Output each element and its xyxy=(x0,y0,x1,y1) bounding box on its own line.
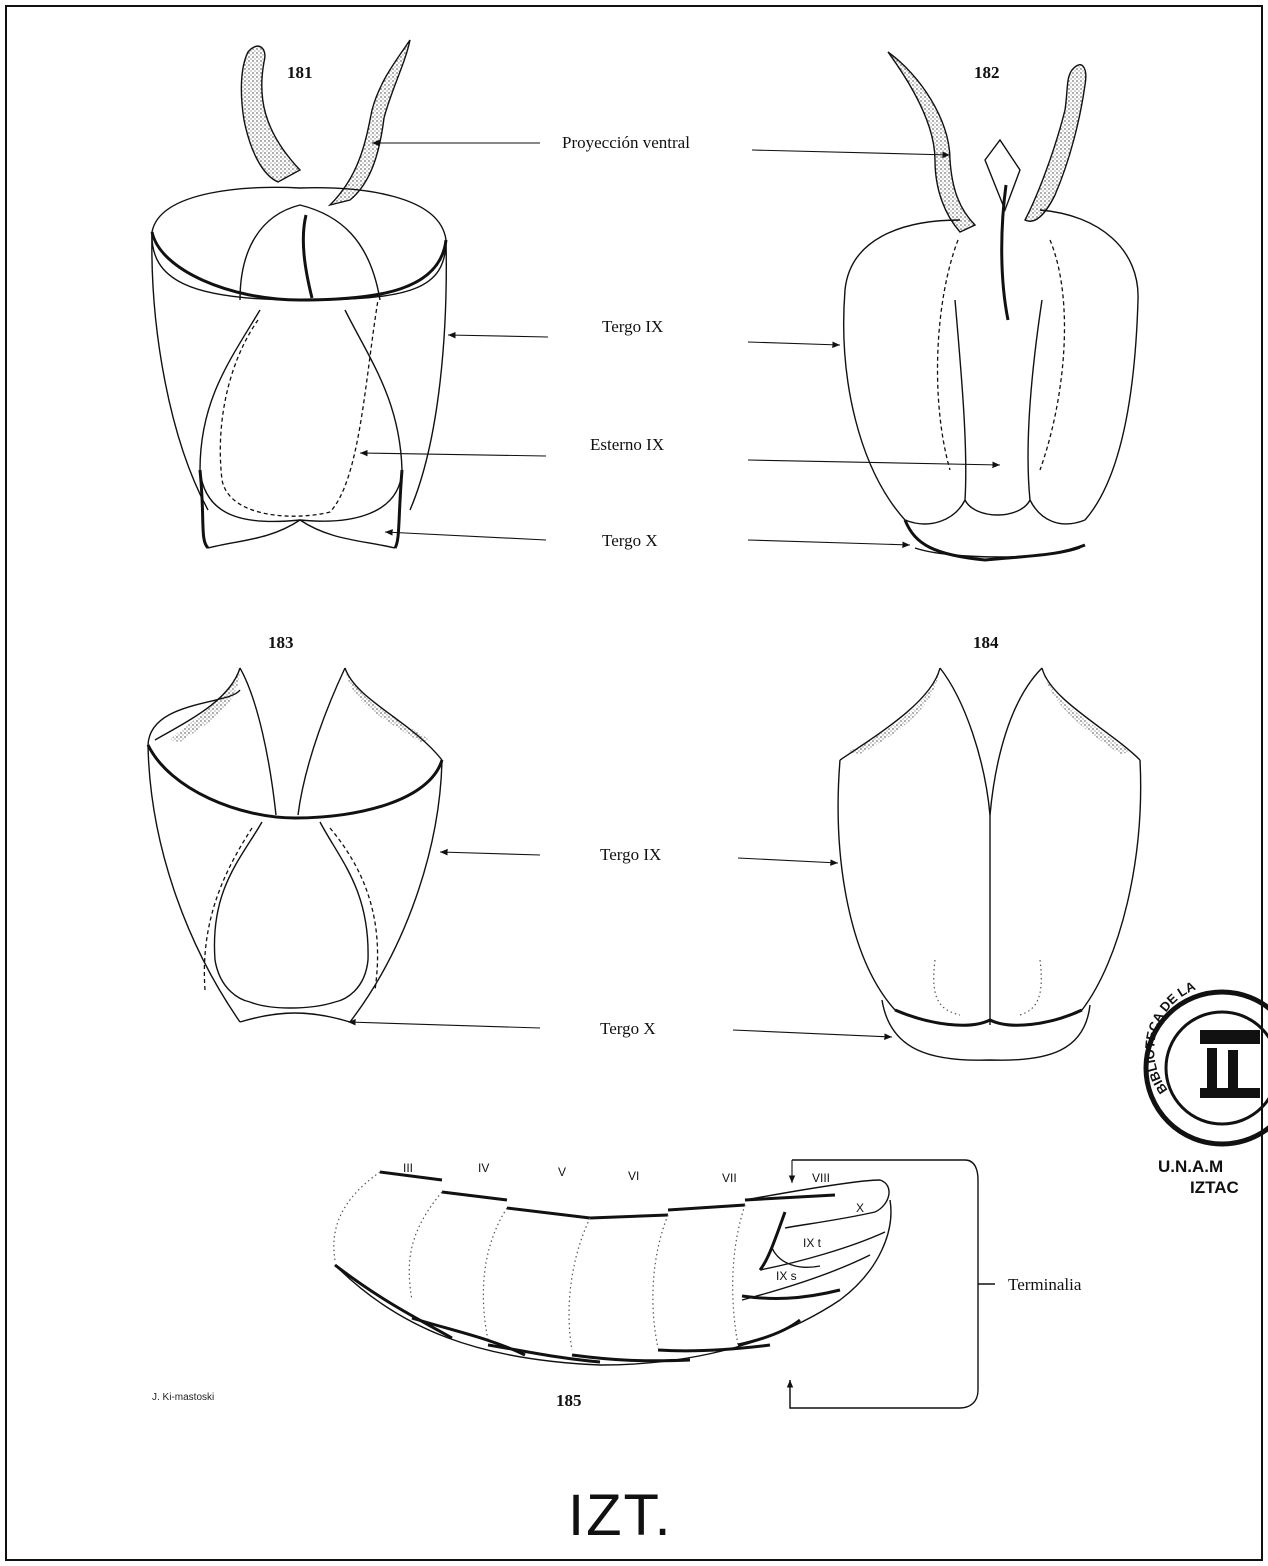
segment-label-iii: III xyxy=(403,1161,413,1175)
top-pointer-lines xyxy=(360,143,1000,545)
esterno-arrow-left xyxy=(360,453,546,456)
ventral-arrow-right xyxy=(752,150,950,155)
figure-184-drawing xyxy=(838,668,1140,1060)
segment-label-x: X xyxy=(856,1201,864,1215)
mid-tergo-ix-arrow-right xyxy=(738,858,838,863)
label-terminalia: Terminalia xyxy=(1008,1275,1082,1294)
figure-182-drawing xyxy=(844,52,1138,560)
artist-signature: J. Ki-mastoski xyxy=(152,1392,214,1403)
izt-logo: IZT. xyxy=(568,1483,673,1548)
mid-tergo-x-arrow-left xyxy=(348,1022,540,1028)
segment-label-ix-t: IX t xyxy=(803,1236,822,1250)
figure-number-181: 181 xyxy=(287,63,313,82)
segment-label-ix-s: IX s xyxy=(776,1269,797,1283)
mid-tergo-x-arrow-right xyxy=(733,1030,892,1037)
segment-label-iv: IV xyxy=(478,1161,489,1175)
tergo-ix-arrow-right xyxy=(748,342,840,345)
tergo-x-arrow-right xyxy=(748,540,910,545)
tergo-ix-arrow-left xyxy=(448,335,548,337)
segment-label-viii: VIII xyxy=(812,1171,830,1185)
label-tergo-x-middle: Tergo X xyxy=(600,1019,656,1038)
page-border xyxy=(6,6,1262,1560)
figure-number-185: 185 xyxy=(556,1391,582,1410)
label-tergo-ix-top: Tergo IX xyxy=(602,317,663,336)
figure-number-182: 182 xyxy=(974,63,1000,82)
figure-181-drawing xyxy=(152,40,446,548)
segment-label-v: V xyxy=(558,1165,566,1179)
stamp-line-1: U.N.A.M xyxy=(1158,1157,1223,1176)
figure-number-184: 184 xyxy=(973,633,999,652)
esterno-arrow-right xyxy=(748,460,1000,465)
label-tergo-ix-middle: Tergo IX xyxy=(600,845,661,864)
figure-183-drawing xyxy=(148,668,442,1022)
middle-pointer-lines xyxy=(348,852,892,1037)
mid-tergo-ix-arrow-left xyxy=(440,852,540,855)
tergo-x-arrow-left xyxy=(385,532,546,540)
figure-185-drawing xyxy=(334,1160,995,1408)
segment-label-vi: VI xyxy=(628,1169,639,1183)
stamp-ring-text: BIBLIOTECA DE LA xyxy=(1142,978,1198,1097)
library-stamp: BIBLIOTECA DE LA U.N.A.M IZTAC xyxy=(1142,978,1268,1197)
label-tergo-x-top: Tergo X xyxy=(602,531,658,550)
label-proyeccion-ventral: Proyección ventral xyxy=(562,133,690,152)
library-building-icon xyxy=(1200,1030,1260,1098)
stamp-line-2: IZTAC xyxy=(1190,1178,1239,1197)
segment-label-vii: VII xyxy=(722,1171,737,1185)
label-esterno-ix: Esterno IX xyxy=(590,435,664,454)
figure-number-183: 183 xyxy=(268,633,294,652)
